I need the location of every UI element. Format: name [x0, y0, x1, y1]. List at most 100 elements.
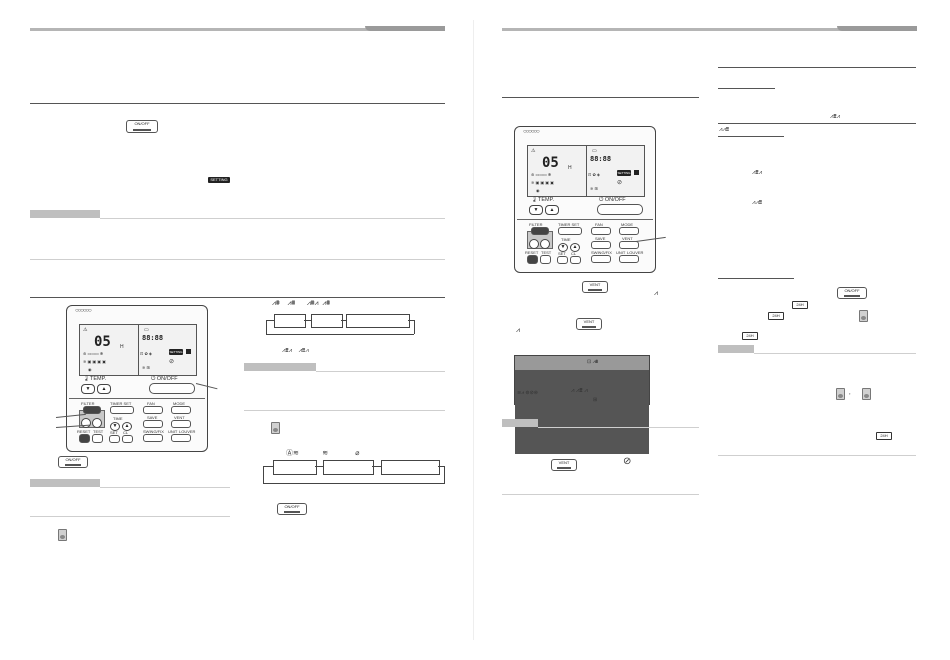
- vent-ref-3-text: VENT: [558, 460, 570, 465]
- lcd-timer-box: ▭: [144, 327, 149, 333]
- remote2-lcd-prohibit-icon: ⊘: [617, 180, 623, 186]
- unit-louver-button[interactable]: [171, 434, 191, 442]
- remote2-lcd-screen: ⚠ 05 H ⊛ ▭▭▭ ✻ ≋ ▣ ▣ ▣ ▣ ◉ ▭ 88:88 ⊡ ✿ ◈…: [527, 145, 645, 197]
- lcd-prohibit-icon: ⊘: [169, 359, 175, 365]
- remote2-lcd-square-indicator: [634, 170, 639, 175]
- time-down-button[interactable]: ▼: [110, 422, 120, 431]
- on-off-ref-2-text: ON/OFF: [65, 457, 81, 462]
- remote2-reset-label: RESET: [525, 250, 539, 255]
- remote2-test-button[interactable]: [540, 255, 551, 264]
- lcd-setting-badge: SETTING: [169, 349, 183, 355]
- left-round-button-2[interactable]: [92, 418, 102, 428]
- swing-fix-label: SWING/FIX: [143, 429, 164, 434]
- remote2-timer-set-button[interactable]: [558, 227, 582, 235]
- remote2-warning-icon: ⚠: [531, 148, 536, 154]
- left-section-rule-2: [30, 297, 445, 298]
- mode-symbols-row-2: ⩘⩩⩘ ⩘⩩⩘: [282, 348, 309, 354]
- mode-flow-arrow-2: [341, 320, 346, 321]
- remote2-temp-label-text: TEMP.: [537, 197, 555, 203]
- remote2-lcd-right-icons: ⊡ ✿ ◈: [588, 172, 601, 177]
- right-col-symbol-3: ⩘⩩⩘: [752, 170, 762, 176]
- remote2-set-button[interactable]: [557, 256, 568, 264]
- left-round-button-1[interactable]: [81, 418, 91, 428]
- remote2-set-label: SET: [558, 251, 566, 256]
- cl-label: CL: [123, 430, 129, 435]
- timer-set-button[interactable]: [110, 406, 134, 414]
- vent-ref-1-text: VENT: [589, 282, 601, 287]
- remote2-unit-louver-button[interactable]: [619, 255, 639, 263]
- lcd-digits: 05: [94, 334, 111, 350]
- timer-24h-badge-1: 24H: [792, 301, 808, 309]
- set-button[interactable]: [109, 435, 120, 443]
- remote2-on-off-button[interactable]: [597, 204, 643, 215]
- filter-button[interactable]: [83, 406, 101, 414]
- right-col-note-rule-4: [718, 455, 916, 456]
- remote2-test-label: TEST: [541, 250, 552, 255]
- vent-button[interactable]: [171, 420, 191, 428]
- remote2-temp-down-button[interactable]: ▼: [529, 205, 543, 215]
- remote-control-right: ○○○○○○ ⚠ 05 H ⊛ ▭▭▭ ✻ ≋ ▣ ▣ ▣ ▣ ◉ ▭ 88:8…: [514, 126, 656, 273]
- right-col-symbol-4: ⩘⩘⩩: [752, 200, 762, 206]
- fan-button[interactable]: [143, 406, 163, 414]
- remote2-save-button[interactable]: [591, 241, 611, 249]
- on-off-button-ref-4: ON/OFF: [837, 287, 867, 299]
- reset-button[interactable]: [79, 434, 90, 443]
- temp-up-button[interactable]: ▲: [97, 384, 111, 394]
- remote2-filter-button[interactable]: [531, 227, 549, 235]
- lcd-detail-right-icons: ⩘ ⩘⩩ ⩘: [571, 388, 588, 394]
- remote2-cl-label: CL: [571, 251, 577, 256]
- right-col-or-text: ,: [849, 390, 851, 396]
- fan-mode-symbols: Ⓐ≋ ≋ ⌀: [286, 450, 360, 457]
- lcd-icons-row-3: ◉: [88, 367, 92, 372]
- vent-label: VENT: [174, 415, 185, 420]
- vent-ref-2-bar: [581, 326, 597, 328]
- fan-button-ref-3: [859, 310, 868, 322]
- mode-button[interactable]: [171, 406, 191, 414]
- save-button[interactable]: [143, 420, 163, 428]
- left-note-rule-2: [30, 259, 445, 260]
- cl-button[interactable]: [122, 435, 133, 443]
- remote2-time-up-button[interactable]: ▲: [570, 243, 580, 252]
- remote2-temp-up-button[interactable]: ▲: [545, 205, 559, 215]
- fan-flow-box-3: [381, 460, 440, 475]
- remote2-left-round-button-2[interactable]: [540, 239, 550, 249]
- remote2-time-down-button[interactable]: ▼: [558, 243, 568, 252]
- right-page-header-bar: [502, 28, 917, 31]
- lcd-mode-icons: ≋ ⊞: [142, 365, 150, 370]
- swing-fix-button[interactable]: [143, 434, 163, 442]
- right-col-note-rule-3: [754, 353, 916, 354]
- left-note-label-2: [30, 479, 100, 487]
- vent-ref-1-bar: [587, 289, 603, 291]
- remote2-mode-button[interactable]: [619, 227, 639, 235]
- on-off-ref-4-bar: [843, 295, 861, 297]
- remote2-cl-button[interactable]: [570, 256, 581, 264]
- remote2-separator: [517, 219, 653, 220]
- remote2-left-round-button-1[interactable]: [529, 239, 539, 249]
- mode-flow-return-right: [414, 320, 415, 334]
- lcd-detail-divider: [515, 370, 649, 406]
- left-page-header-tab: [365, 26, 445, 31]
- temp-label: 🌡TEMP.: [83, 376, 107, 382]
- remote2-lcd-hour-unit: H: [568, 165, 572, 171]
- remote2-fan-button[interactable]: [591, 227, 611, 235]
- right-col-rule-2: [718, 123, 916, 124]
- remote2-swing-fix-button[interactable]: [591, 255, 611, 263]
- remote-lcd-screen: ⚠ 05 H ⊛ ▭▭▭ ✻ ≋ ▣ ▣ ▣ ▣ ◉ ▭ 88:88 ⊡ ✿ ◈…: [79, 324, 197, 376]
- reset-label: RESET: [77, 429, 91, 434]
- timer-set-label: TIMER SET: [110, 401, 132, 406]
- remote2-reset-button[interactable]: [527, 255, 538, 264]
- right-section-rule-1: [502, 97, 699, 98]
- right-note-label-1: [502, 419, 538, 427]
- test-button[interactable]: [92, 434, 103, 443]
- remote-on-off-button[interactable]: [149, 383, 195, 394]
- on-off-button-ref-2: ON/OFF: [58, 456, 88, 468]
- lcd-detail-top-icon: ⊡ ⩘⩩: [587, 359, 599, 365]
- vent-button-ref-2: VENT: [576, 318, 602, 330]
- timer-24h-badge-4: 24H: [876, 432, 892, 440]
- right-col-note-label-1: [244, 363, 316, 371]
- temp-down-button[interactable]: ▼: [81, 384, 95, 394]
- time-up-button[interactable]: ▲: [122, 422, 132, 431]
- remote2-vent-button[interactable]: [619, 241, 639, 249]
- mode-flow-box-2: [311, 314, 343, 328]
- left-note-rule-4: [30, 516, 230, 517]
